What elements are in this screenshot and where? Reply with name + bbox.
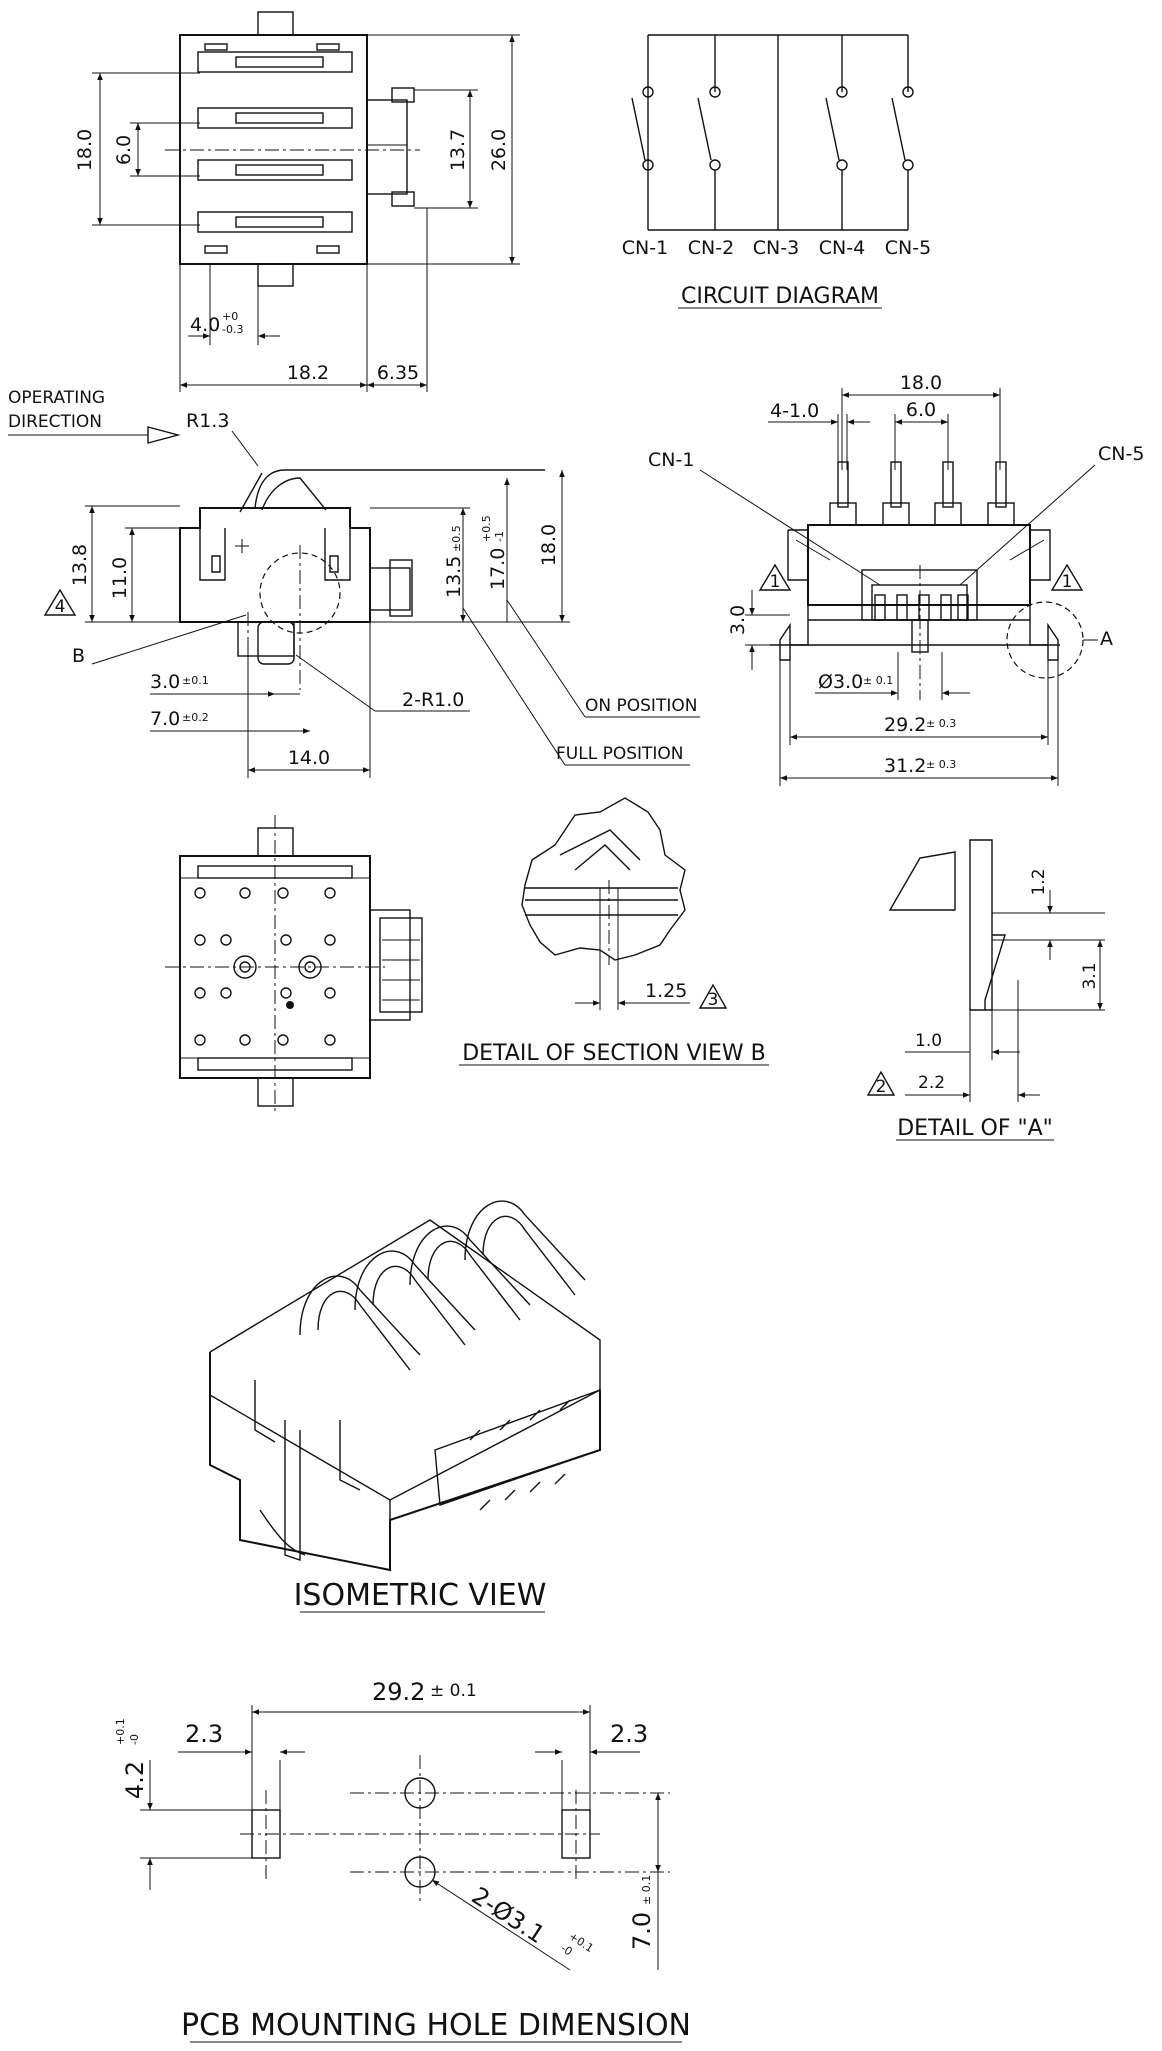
- dim-14-0: 14.0: [288, 747, 330, 769]
- dim-18-2: 18.2: [287, 362, 329, 384]
- circuit-diagram-title: CIRCUIT DIAGRAM: [681, 284, 879, 309]
- dim-6-0: 6.0: [113, 135, 135, 165]
- contact-slots: [197, 43, 353, 254]
- pcb-dim-2-3-left: 2.3: [185, 1720, 223, 1748]
- pcb-dim-29-2: 29.2: [372, 1678, 425, 1706]
- bottom-view: [165, 815, 423, 1115]
- dim-1-25: 1.25: [645, 980, 687, 1002]
- dim-6-35: 6.35: [377, 362, 419, 384]
- dim-26-0: 26.0: [488, 129, 510, 171]
- tol-4-0-lower: -0.3: [222, 323, 243, 336]
- dim-17-0: 17.0: [487, 548, 509, 590]
- front-tol-31-2: ± 0.3: [926, 758, 956, 771]
- front-dim-dia-3-0: Ø3.0: [818, 671, 863, 693]
- front-dim-6-0: 6.0: [906, 399, 936, 421]
- pcb-hole-callout: 2-Ø3.1: [467, 1882, 550, 1950]
- dim-18-0: 18.0: [74, 129, 96, 171]
- front-tol-29-2: ± 0.3: [926, 717, 956, 730]
- radius-2-r1-0: 2-R1.0: [402, 689, 464, 711]
- label-a: A: [1100, 628, 1113, 650]
- actuators: [299, 1200, 586, 1371]
- dim-3-0: 3.0: [150, 671, 180, 693]
- dim-1-0: 1.0: [915, 1031, 942, 1051]
- tol-13-5: ±0.5: [450, 525, 463, 552]
- side-view: OPERATING DIRECTION R1.3 13.8 11.0: [8, 388, 700, 778]
- circuit-diagram: CN-1 CN-2 CN-3 CN-4 CN-5 CIRCUIT DIAGRAM: [622, 34, 931, 309]
- pcb-mounting-hole: 29.2 ± 0.1 2.3 2.3 4.2 +0.1 -0: [114, 1678, 691, 2043]
- pcb-tol-29-2: ± 0.1: [430, 1681, 477, 1701]
- note-2: 2: [876, 1077, 887, 1097]
- pcb-dim-4-2: 4.2: [121, 1761, 149, 1799]
- full-position: FULL POSITION: [556, 744, 684, 764]
- tol-7-0: ±0.2: [182, 711, 209, 724]
- dim-13-7: 13.7: [447, 129, 469, 171]
- tol-4-0-upper: +0: [222, 310, 238, 323]
- on-position: ON POSITION: [585, 696, 697, 716]
- front-dim-29-2: 29.2: [884, 714, 926, 736]
- dim-4-0: 4.0: [190, 314, 220, 336]
- label-cn5: CN-5: [1098, 443, 1144, 465]
- circuit-cn1: CN-1: [622, 237, 668, 259]
- detail-a: 1.2 3.1 1.0 2.2 2 DETAIL OF "A": [866, 839, 1105, 1141]
- note-3: 3: [708, 990, 719, 1010]
- circuit-cn2: CN-2: [688, 237, 734, 259]
- circuit-cn5: CN-5: [885, 237, 931, 259]
- top-view: 18.0 6.0 13.7 26.0 4.0 +0 -0.3 18.2 6.35: [74, 11, 520, 392]
- pins: [829, 461, 1015, 526]
- section-view-b-title: DETAIL OF SECTION VIEW B: [462, 1041, 766, 1066]
- dim-11-0: 11.0: [109, 557, 131, 599]
- contacts: [874, 594, 969, 621]
- front-dim-3-0: 3.0: [727, 605, 749, 635]
- dim-1-2: 1.2: [1029, 868, 1049, 895]
- isometric-view-title: ISOMETRIC VIEW: [294, 1578, 547, 1613]
- label-b: B: [72, 645, 85, 667]
- dim-13-8: 13.8: [69, 544, 91, 586]
- dim-13-5: 13.5: [443, 556, 465, 598]
- radius-r1-3: R1.3: [186, 410, 229, 432]
- dim-7-0: 7.0: [150, 708, 180, 730]
- label-cn1: CN-1: [648, 449, 694, 471]
- dim-3-1: 3.1: [1080, 962, 1100, 989]
- pcb-tol-4-2-lower: -0: [128, 1734, 141, 1745]
- pcb-tol-7-0: ± 0.1: [640, 1875, 653, 1905]
- pcb-dim-7-0: 7.0: [628, 1912, 656, 1950]
- dim-2-2: 2.2: [918, 1073, 945, 1093]
- front-note-1-right: 1: [1062, 572, 1073, 592]
- dim-18-0-side: 18.0: [538, 524, 560, 566]
- front-dim-31-2: 31.2: [884, 755, 926, 777]
- circuit-cn3: CN-3: [753, 237, 799, 259]
- isometric-view: ISOMETRIC VIEW: [209, 1200, 601, 1613]
- pcb-dim-2-3-right: 2.3: [610, 1720, 648, 1748]
- detail-a-title: DETAIL OF "A": [897, 1116, 1053, 1141]
- circuit-cn4: CN-4: [819, 237, 865, 259]
- tol-3-0: ±0.1: [182, 674, 209, 687]
- pcb-title: PCB MOUNTING HOLE DIMENSION: [181, 2008, 691, 2043]
- tol-17-0-lower: -1: [493, 531, 506, 542]
- section-view-b: 1.25 3 DETAIL OF SECTION VIEW B: [459, 797, 769, 1066]
- front-view: 18.0 6.0 4-1.0: [648, 372, 1144, 786]
- front-dim-18-0: 18.0: [900, 372, 942, 394]
- front-note-1-left: 1: [770, 572, 781, 592]
- note-4: 4: [55, 597, 66, 617]
- locator-holes: [194, 887, 336, 1046]
- front-dim-4-1-0: 4-1.0: [770, 400, 819, 422]
- tol-17-0-upper: +0.5: [480, 515, 493, 542]
- operating-direction-line1: OPERATING: [8, 388, 105, 408]
- operating-direction-line2: DIRECTION: [8, 412, 102, 432]
- front-tol-dia-3-0: ± 0.1: [863, 674, 893, 687]
- pcb-tol-4-2-upper: +0.1: [114, 1718, 127, 1745]
